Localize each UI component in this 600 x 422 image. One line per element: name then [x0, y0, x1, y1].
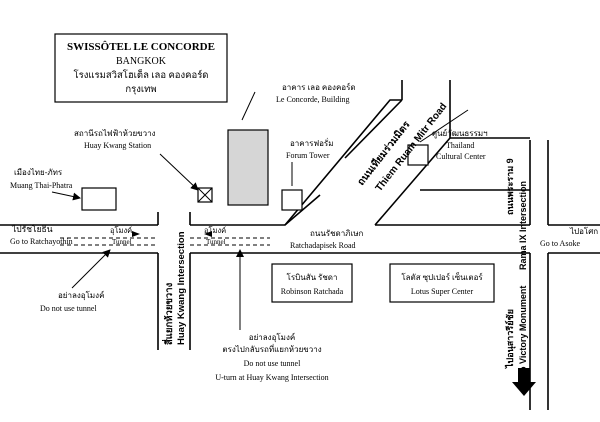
tunnel-lanes [60, 237, 270, 246]
label-no-tunnel-mid-thai1: อย่าลงอุโมงค์ [249, 332, 295, 342]
label-concorde-en: Le Concorde, Building [276, 95, 350, 104]
label-tunnel-left-thai: อุโมงค์ [110, 226, 132, 235]
buildings [81, 129, 495, 303]
label-tunnel-right-thai: อุโมงค์ [204, 226, 226, 235]
down-direction-arrow [512, 368, 536, 396]
label-muang-en: Muang Thai-Phatra [10, 181, 73, 190]
label-station-thai: สถานีรถไฟฟ้าห้วยขวาง [74, 129, 156, 138]
hotel-title-box: SWISSÔTEL LE CONCORDE BANGKOK โรงแรมสวิส… [54, 33, 228, 103]
label-lotus-en: Lotus Super Center [411, 287, 474, 296]
label-robinson-en: Robinson Ratchada [281, 287, 344, 296]
label-tunnel-right-en: Tunnel [206, 238, 226, 246]
hotel-name: SWISSÔTEL LE CONCORDE [67, 40, 215, 53]
label-no-tunnel-mid-en2: U-turn at Huay Kwang Intersection [215, 373, 328, 382]
arrow-muang-thai [51, 191, 81, 201]
pointer-arrows [51, 91, 469, 330]
label-cultural-en2: Cultural Center [436, 152, 486, 161]
label-ratchayothin-en: Go to Ratchayothin [10, 237, 73, 246]
label-rama9-thai: ถนนพระราม 9 [505, 158, 515, 215]
cultural-center-box [407, 144, 429, 166]
label-no-tunnel-mid-en1: Do not use tunnel [244, 359, 301, 368]
label-forum-thai: อาคารฟอรั่ม [290, 137, 333, 148]
arrow-concorde [241, 91, 256, 121]
robinson-ratchada-box [271, 263, 353, 303]
label-asoke-en: Go to Asoke [540, 239, 580, 248]
label-huay-kwang-en: Huay Kwang Intersection [176, 231, 187, 345]
arrow-station [159, 153, 199, 191]
label-station-en: Huay Kwang Station [84, 141, 151, 150]
arrow-cultural [419, 109, 469, 143]
forum-tower-box [281, 189, 303, 211]
label-muang-thai: เมืองไทย-ภัทร [14, 168, 63, 177]
arrow-no-tunnel-left [71, 249, 111, 289]
label-robinson-thai: โรบินสัน รัชดา [287, 272, 338, 282]
label-lotus-thai: โลตัส ซุปเปอร์ เซ็นเตอร์ [401, 272, 483, 282]
muang-thai-phatra-box [81, 187, 117, 211]
label-asoke-thai: ไปอโศก [569, 226, 598, 236]
le-concorde-building [227, 129, 269, 206]
label-no-tunnel-left-thai: อย่าลงอุโมงค์ [58, 290, 104, 300]
huay-kwang-station-box [197, 187, 213, 203]
label-forum-en: Forum Tower [286, 151, 330, 160]
label-tunnel-left-en: Tunnel [112, 238, 132, 246]
label-no-tunnel-left-en: Do not use tunnel [40, 304, 97, 313]
arrow-tunnel-right [204, 231, 212, 237]
label-concorde-thai: อาคาร เลอ คองคอร์ด [282, 82, 356, 92]
label-cultural-en1: Thailand [446, 141, 474, 150]
label-ratchada-road-en: Ratchadapisek Road [290, 241, 356, 250]
label-rama9-en: Rama IX Intersection [518, 181, 528, 270]
label-cultural-thai: ศูนย์วัฒนธรรมฯ [432, 128, 488, 139]
label-victory-en: Go to Victory Monument [518, 286, 528, 390]
label-no-tunnel-mid-thai2: ตรงไปกลับรถที่แยกห้วยขวาง [222, 343, 321, 354]
label-victory-thai: ไปอนุสาวรีย์ชัย [504, 309, 516, 369]
labels: อาคาร เลอ คองคอร์ด Le Concorde, Building… [10, 82, 598, 390]
label-ratchayothin-thai: ไปรัชโยธิน [11, 224, 53, 234]
hotel-name-thai: โรงแรมสวิสโฮเต็ล เลอ คองคอร์ด [74, 68, 209, 81]
hotel-city-thai: กรุงเทพ [125, 85, 156, 95]
lotus-super-center-box [389, 263, 495, 303]
label-ratchada-road-thai: ถนนรัชดาภิเษก [310, 229, 363, 238]
hotel-city: BANGKOK [116, 56, 167, 67]
arrow-tunnel-left [132, 231, 140, 237]
label-huay-kwang-thai: สี่แยกห้วยขวาง [161, 282, 175, 345]
